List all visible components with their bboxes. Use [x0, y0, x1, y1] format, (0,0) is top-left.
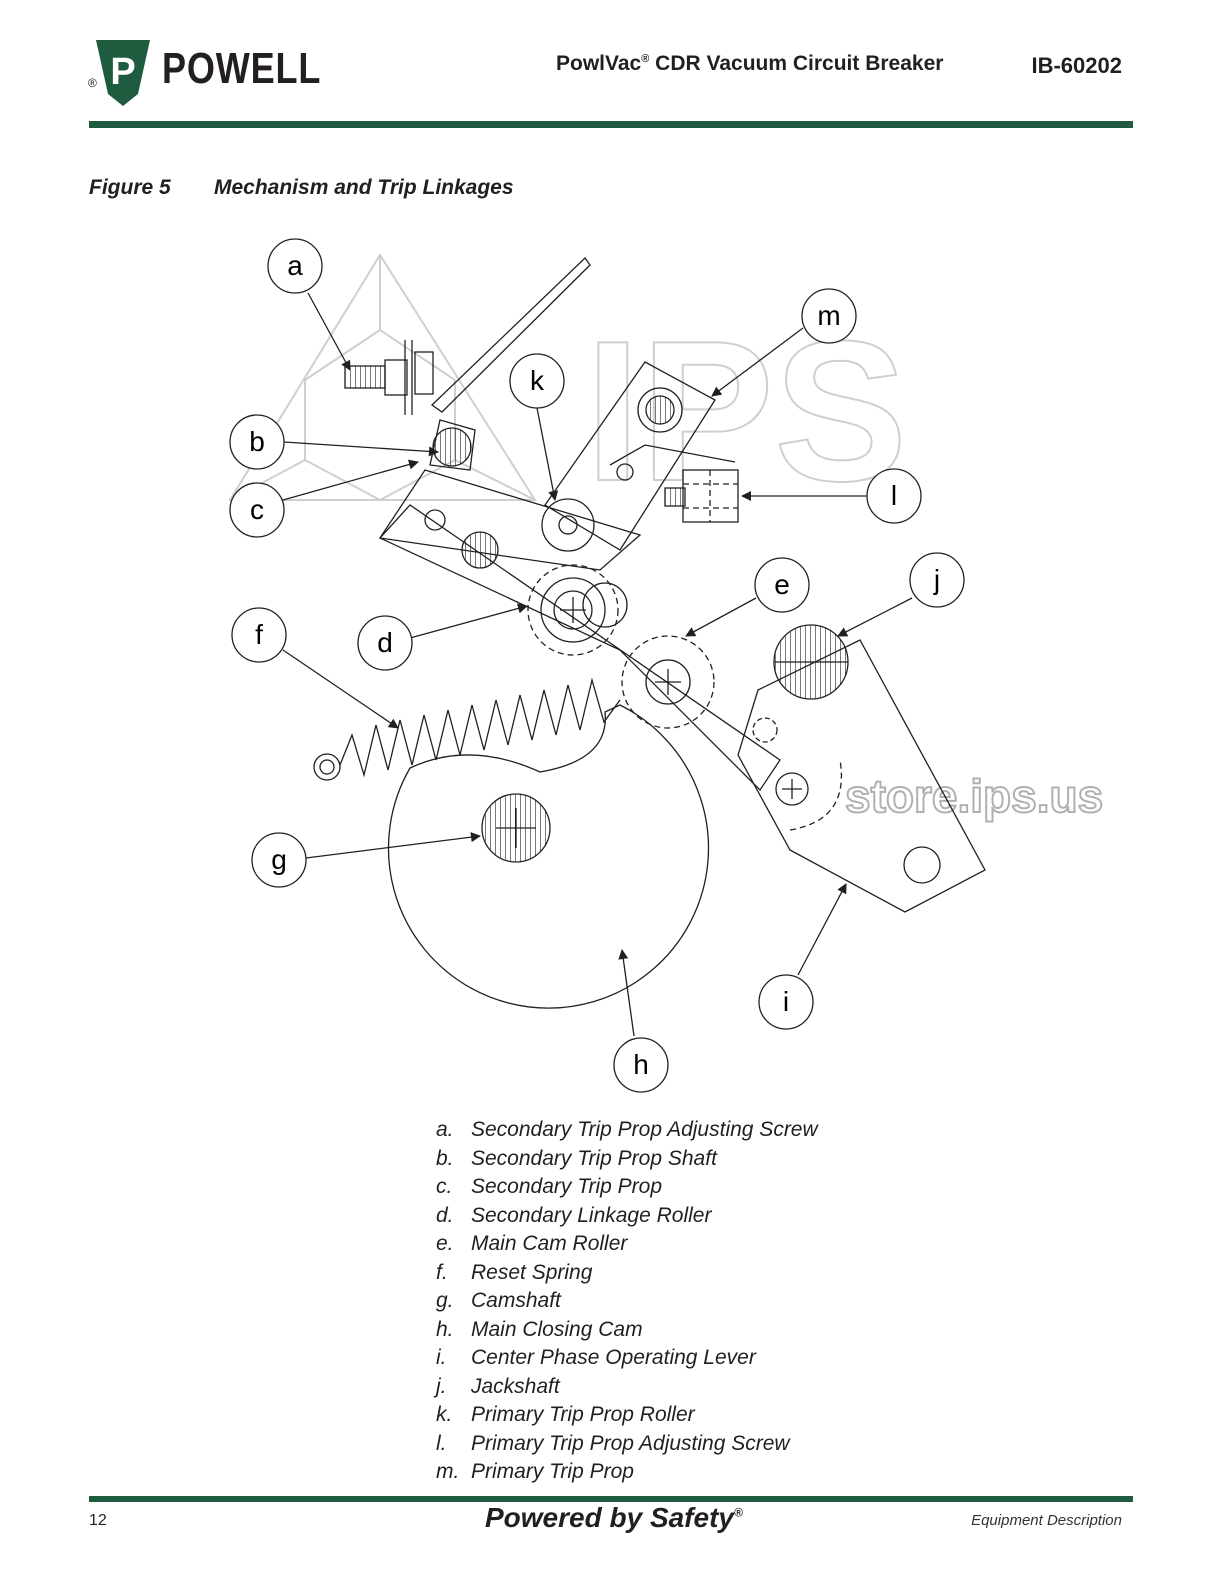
center-phase-operating-lever: [737, 639, 986, 913]
svg-text:m: m: [817, 300, 840, 331]
logo-shield-icon: [96, 40, 150, 106]
legend-item: i.Center Phase Operating Lever: [436, 1346, 756, 1369]
brand-name: POWELL: [162, 44, 322, 93]
document-number: IB-60202: [1031, 53, 1122, 78]
footer-divider: [89, 1496, 1133, 1502]
secondary-linkage-roller: [527, 564, 619, 656]
svg-text:b: b: [249, 426, 265, 457]
legend-item: j.Jackshaft: [436, 1374, 560, 1398]
callout-d: d: [357, 615, 413, 671]
callout-j: j: [909, 552, 965, 608]
legend-item: g.Camshaft: [436, 1289, 561, 1312]
svg-text:i: i: [783, 986, 789, 1017]
legend-item: m.Primary Trip Prop: [436, 1460, 634, 1483]
legend-item: e.Main Cam Roller: [436, 1232, 628, 1255]
registered-mark: ®: [88, 76, 97, 90]
leader-k: [536, 407, 559, 501]
leader-d: [409, 603, 528, 639]
watermark-url: store.ips.us: [845, 770, 1103, 822]
watermark: IPS store.ips.us: [228, 253, 1104, 823]
section-name: Equipment Description: [971, 1512, 1122, 1529]
secondary-trip-prop-shaft: [432, 427, 472, 467]
footer-slogan: Powered by Safety®: [485, 1502, 743, 1533]
callout-c: c: [229, 482, 285, 538]
legend-item: f.Reset Spring: [436, 1260, 593, 1284]
svg-text:f: f: [255, 619, 263, 650]
svg-text:l: l: [891, 480, 897, 511]
secondary-trip-prop-adjusting-screw: [344, 365, 386, 389]
leader-h: [618, 949, 635, 1037]
primary-trip-prop-adjusting-screw: [664, 487, 686, 507]
main-link: [378, 504, 781, 792]
svg-text:h: h: [633, 1049, 649, 1080]
callouts: a b c d e f g h i j k l m: [229, 238, 965, 1093]
header-divider: [89, 121, 1133, 128]
leader-g: [305, 832, 481, 859]
watermark-triangle-icon: [228, 253, 537, 502]
powell-logo: P: [96, 40, 150, 106]
leader-j: [837, 597, 913, 637]
main-cam-roller: [621, 635, 715, 729]
leader-a: [307, 292, 351, 371]
svg-text:e: e: [774, 569, 790, 600]
callout-l: l: [866, 468, 922, 524]
legend-item: d.Secondary Linkage Roller: [436, 1203, 712, 1227]
callout-b: b: [229, 414, 285, 470]
reset-spring: [339, 677, 621, 778]
svg-text:k: k: [530, 365, 545, 396]
callout-g: g: [251, 832, 307, 888]
legend-item: k.Primary Trip Prop Roller: [436, 1403, 695, 1426]
svg-text:a: a: [287, 250, 303, 281]
figure-title: Mechanism and Trip Linkages: [214, 176, 514, 199]
callout-a: a: [267, 238, 323, 294]
callout-e: e: [754, 557, 810, 613]
leader-m: [711, 327, 804, 397]
leader-c: [282, 459, 419, 501]
callout-h: h: [613, 1037, 669, 1093]
callout-i: i: [758, 974, 814, 1030]
watermark-logo-text: IPS: [585, 300, 907, 523]
logo-letter: P: [110, 51, 135, 93]
callout-f: f: [231, 607, 287, 663]
primary-trip-prop: [544, 361, 716, 551]
figure-legend: a.Secondary Trip Prop Adjusting Screw b.…: [436, 1118, 818, 1489]
callout-k: k: [509, 353, 565, 409]
legend-item: l.Primary Trip Prop Adjusting Screw: [436, 1431, 790, 1455]
page-number: 12: [89, 1512, 107, 1529]
mechanism-diagram: IPS store.ips.us: [228, 238, 1104, 1093]
trip-rod: [430, 257, 591, 413]
svg-text:d: d: [377, 627, 393, 658]
figure-number: Figure 5: [89, 176, 171, 199]
legend-item: a.Secondary Trip Prop Adjusting Screw: [436, 1118, 818, 1141]
leader-e: [685, 597, 757, 637]
leader-b: [283, 441, 439, 457]
leader-i: [797, 883, 847, 976]
svg-text:c: c: [250, 494, 264, 525]
legend-item: c.Secondary Trip Prop: [436, 1175, 663, 1198]
document-title: PowlVac® CDR Vacuum Circuit Breaker: [556, 52, 944, 75]
svg-text:g: g: [271, 844, 287, 875]
main-closing-cam: [387, 704, 710, 1009]
legend-item: h.Main Closing Cam: [436, 1317, 643, 1341]
callout-m: m: [801, 288, 857, 344]
secondary-trip-prop-body: [378, 469, 642, 571]
svg-text:j: j: [933, 564, 940, 595]
leader-f: [282, 649, 399, 729]
legend-item: b.Secondary Trip Prop Shaft: [436, 1146, 717, 1170]
primary-trip-prop-roller: [541, 498, 595, 552]
